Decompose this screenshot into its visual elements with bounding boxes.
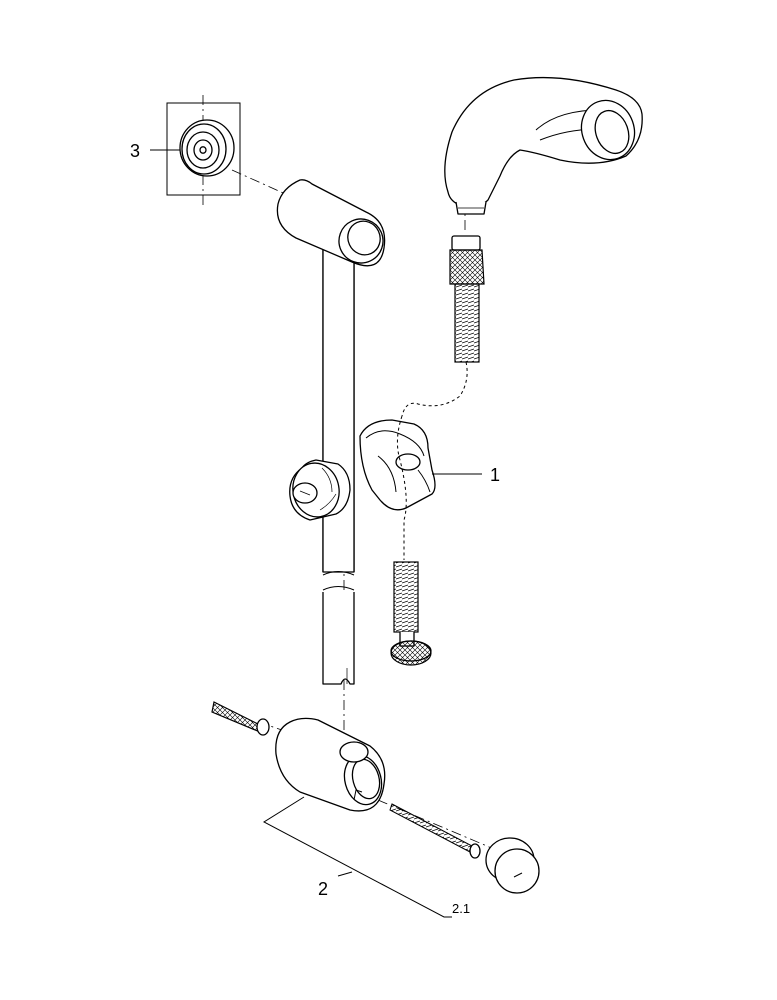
label-hand-shower: 1	[490, 465, 500, 485]
wall-plug	[211, 701, 270, 736]
wall-cap-detail	[150, 95, 241, 205]
leader-lines	[262, 473, 482, 918]
hand-shower-head	[444, 76, 643, 215]
lower-bracket	[275, 717, 386, 812]
end-cap	[485, 837, 540, 894]
label-end-cap: 2.1	[452, 901, 470, 916]
label-wall-cap: 3	[130, 141, 140, 161]
label-rail-set: 2	[318, 879, 328, 899]
shower-slider	[289, 419, 436, 521]
shower-hose	[390, 235, 485, 666]
screw	[389, 803, 481, 859]
